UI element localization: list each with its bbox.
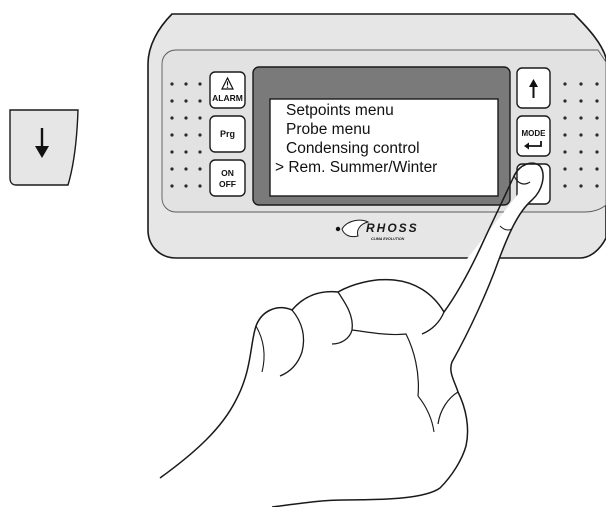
- speaker-dot: [184, 82, 188, 86]
- enter-arrow-icon: [524, 141, 542, 150]
- speaker-dot: [563, 150, 567, 154]
- speaker-dot: [595, 99, 599, 103]
- speaker-dot: [170, 133, 174, 137]
- speaker-dot: [579, 99, 583, 103]
- lcd-display: Setpoints menu Probe menu Condensing con…: [252, 66, 511, 206]
- speaker-dot: [198, 150, 202, 154]
- mode-button[interactable]: MODE: [516, 115, 551, 157]
- speaker-dot: [595, 116, 599, 120]
- prg-label: Prg: [220, 129, 235, 139]
- speaker-dot: [563, 184, 567, 188]
- off-label: OFF: [219, 179, 236, 189]
- speaker-dot: [198, 184, 202, 188]
- speaker-dot: [170, 116, 174, 120]
- speaker-dot: [563, 116, 567, 120]
- speaker-dot: [184, 150, 188, 154]
- speaker-dot: [595, 133, 599, 137]
- speaker-dot: [579, 167, 583, 171]
- speaker-dot: [184, 99, 188, 103]
- speaker-dot: [170, 99, 174, 103]
- up-arrow-icon: [529, 79, 538, 98]
- alarm-button[interactable]: ALARM: [209, 71, 246, 109]
- speaker-dot: [563, 82, 567, 86]
- speaker-dot: [579, 150, 583, 154]
- down-arrow-icon: [35, 128, 49, 158]
- speaker-dot: [184, 116, 188, 120]
- warning-triangle-icon: [221, 76, 234, 90]
- prg-button[interactable]: Prg: [209, 115, 246, 153]
- speaker-dot: [170, 150, 174, 154]
- lcd-line-2: Probe menu: [286, 121, 370, 138]
- lcd-line-1: Setpoints menu: [286, 102, 394, 119]
- speaker-dot: [563, 167, 567, 171]
- speaker-dot: [595, 82, 599, 86]
- alarm-label: ALARM: [212, 93, 243, 103]
- speaker-dot: [170, 167, 174, 171]
- speaker-dot: [579, 116, 583, 120]
- speaker-dot: [198, 82, 202, 86]
- pressing-hand: [159, 162, 544, 507]
- side-down-key[interactable]: [9, 109, 79, 186]
- right-speaker-grille: [563, 82, 599, 188]
- speaker-dot: [198, 116, 202, 120]
- speaker-dot: [184, 184, 188, 188]
- lcd-line-3: Condensing control: [286, 140, 420, 157]
- speaker-dot: [563, 133, 567, 137]
- brand-name: RHOSS: [366, 221, 419, 235]
- rhoss-logo: RHOSS CLIMA EVOLUTION: [335, 219, 419, 241]
- mode-label: MODE: [522, 129, 547, 138]
- speaker-dot: [595, 150, 599, 154]
- speaker-dot: [595, 184, 599, 188]
- speaker-dot: [198, 99, 202, 103]
- speaker-dot: [595, 167, 599, 171]
- up-button[interactable]: [516, 67, 551, 109]
- speaker-dot: [579, 133, 583, 137]
- speaker-dot: [184, 167, 188, 171]
- left-speaker-grille: [170, 82, 202, 188]
- speaker-dot: [198, 167, 202, 171]
- speaker-dot: [563, 99, 567, 103]
- speaker-dot: [170, 82, 174, 86]
- on-label: ON: [221, 168, 234, 178]
- speaker-dot: [198, 133, 202, 137]
- brand-tagline: CLIMA EVOLUTION: [371, 237, 405, 241]
- on-off-button[interactable]: ON OFF: [209, 159, 246, 197]
- speaker-dot: [579, 82, 583, 86]
- speaker-dot: [579, 184, 583, 188]
- speaker-dot: [170, 184, 174, 188]
- lcd-line-4: > Rem. Summer/Winter: [275, 159, 437, 176]
- speaker-dot: [184, 133, 188, 137]
